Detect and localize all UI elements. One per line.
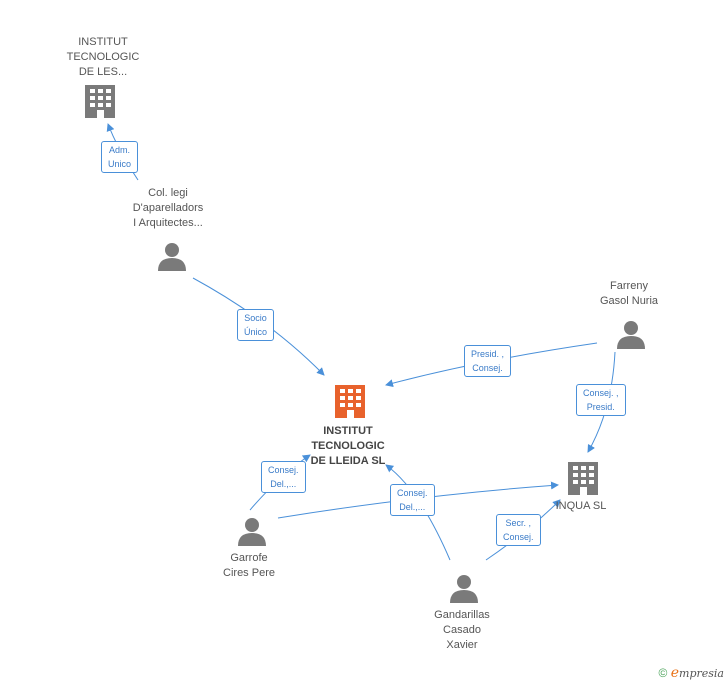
edge-label-consej-presid[interactable]: Consej. , Presid.	[576, 384, 626, 416]
person-icon[interactable]	[158, 243, 186, 271]
node-label-institut-les[interactable]: INSTITUT TECNOLOGIC DE LES...	[66, 36, 140, 78]
node-label-main-company[interactable]: INSTITUT TECNOLOGIC DE LLEIDA SL	[310, 425, 386, 467]
person-icon[interactable]	[617, 321, 645, 349]
node-label-inqua[interactable]: INQUA SL	[555, 500, 607, 512]
person-icon[interactable]	[450, 575, 478, 603]
node-label-gandarillas[interactable]: Gandarillas Casado Xavier	[434, 609, 490, 651]
copyright-symbol: ©	[658, 666, 668, 680]
person-icon[interactable]	[238, 518, 266, 546]
building-icon[interactable]	[568, 462, 598, 495]
empresia-watermark: © empresia	[659, 665, 724, 681]
edge-label-adm-unico[interactable]: Adm. Unico	[101, 141, 139, 173]
edge-label-presid-consej[interactable]: Presid. , Consej.	[464, 345, 512, 377]
node-label-col-legi[interactable]: Col. legi D'aparelladors I Arquitectes..…	[132, 187, 204, 229]
edge-label-secr-consej[interactable]: Secr. , Consej.	[496, 514, 541, 546]
edge-label-consej-del-garrofe[interactable]: Consej. Del.,...	[261, 461, 306, 493]
main-building-icon[interactable]	[335, 385, 365, 418]
node-label-farreny[interactable]: Farreny Gasol Nuria	[599, 280, 659, 307]
edge-label-consej-del-gandarillas[interactable]: Consej. Del.,...	[390, 484, 435, 516]
node-label-garrofe[interactable]: Garrofe Cires Pere	[223, 552, 275, 579]
edge-label-socio-unico[interactable]: Socio Único	[237, 309, 275, 341]
building-icon[interactable]	[85, 85, 115, 118]
empresia-logo: empresia	[670, 665, 724, 681]
